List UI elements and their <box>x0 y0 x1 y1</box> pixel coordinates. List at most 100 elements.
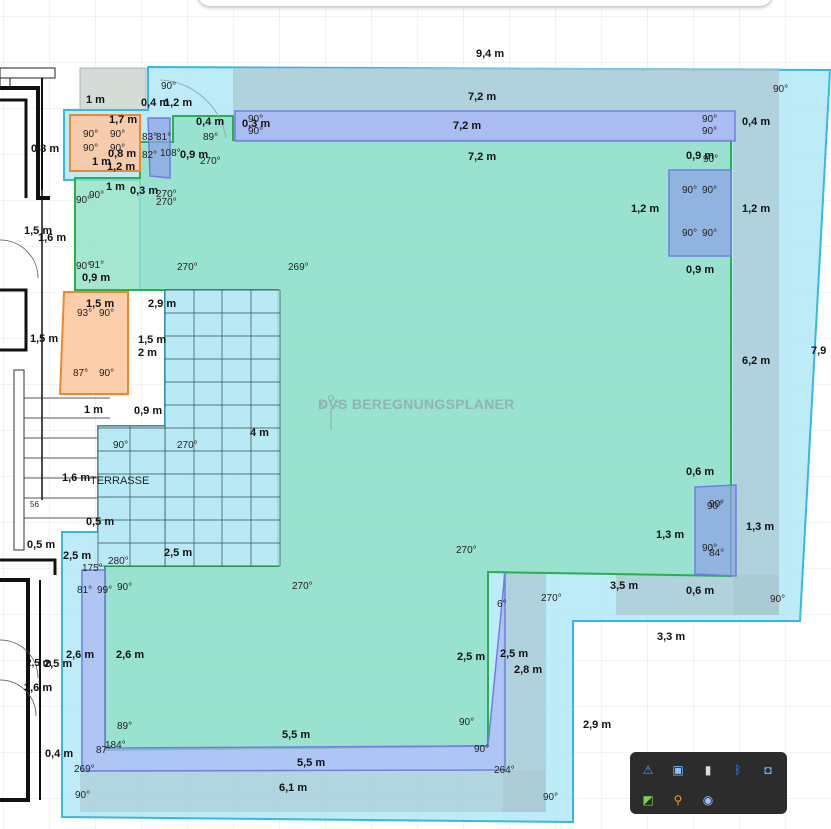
top-toolbar <box>198 0 772 6</box>
angle-label: 81° <box>156 132 172 143</box>
angle-label: 99° <box>97 585 113 596</box>
measure-label: 0,9 m <box>686 150 715 162</box>
angle-label: 90° <box>83 129 99 140</box>
measure-label: 0,8 m <box>31 143 60 155</box>
angle-label: 280° <box>108 556 129 567</box>
measure-label: 2,5 m <box>26 658 52 669</box>
measure-label: 5,5 m <box>282 729 311 741</box>
usb-icon[interactable]: ▮ <box>704 763 712 777</box>
measure-label: 2,5 m <box>500 648 529 660</box>
security-icon[interactable]: ◘ <box>764 763 772 777</box>
angle-label: 90° <box>110 129 126 140</box>
measure-label: 2,5 m <box>44 658 73 670</box>
measure-label: 3,6 m <box>24 682 53 694</box>
floorplan-number: 56 <box>30 500 39 509</box>
measure-label: 3,3 m <box>657 631 686 643</box>
angle-label: 90° <box>248 114 264 125</box>
angle-label: 90° <box>682 228 698 239</box>
warning-icon[interactable]: ⚠ <box>642 763 654 777</box>
strip-bottom-l[interactable] <box>81 569 506 772</box>
angle-label: 6° <box>497 599 507 610</box>
angle-label: 90° <box>474 744 490 755</box>
angle-label: 90° <box>773 84 789 95</box>
measure-label: 0,9 m <box>180 149 209 161</box>
strip-right-upper[interactable] <box>668 169 732 257</box>
angle-label: 270° <box>177 440 198 451</box>
bluetooth-icon[interactable]: ᛒ <box>734 763 742 777</box>
measure-label: 1,2 m <box>742 203 771 215</box>
angle-label: 270° <box>456 545 477 556</box>
angle-label: 90° <box>682 185 698 196</box>
angle-label: 89° <box>117 721 133 732</box>
measure-label: 1,7 m <box>109 114 138 126</box>
angle-label: 90° <box>75 790 91 801</box>
measure-label: 1 m <box>92 156 111 168</box>
grey-zone-bottom-strip[interactable] <box>80 770 546 812</box>
angle-label: 270° <box>292 581 313 592</box>
measure-label: 4 m <box>250 427 269 439</box>
grey-zone-right-strip[interactable] <box>733 140 779 615</box>
angle-label: 90° <box>76 261 92 272</box>
measure-label: 0,4 m <box>141 97 170 109</box>
sprinkler-arc <box>159 79 227 139</box>
measure-label: 2,5 m <box>63 550 92 562</box>
angle-label: 90° <box>459 717 475 728</box>
angle-label: 269° <box>74 764 95 775</box>
grey-zone-top[interactable] <box>79 67 147 111</box>
grey-zone-bottom-right[interactable] <box>616 575 779 615</box>
building-walls <box>0 67 110 802</box>
system-tray-flyout: ⚠ ▣ ▮ ᛒ ◘ ◩ ⚲ ◉ <box>630 752 787 814</box>
measure-label: 7,2 m <box>453 120 482 132</box>
angle-label: 270° <box>156 189 177 200</box>
angle-label: 87° <box>73 368 89 379</box>
measure-label: 0,6 m <box>686 466 715 478</box>
search-icon[interactable]: ⚲ <box>673 793 683 807</box>
angle-label: 264° <box>494 765 515 776</box>
measure-label: 5,5 m <box>297 757 326 769</box>
measure-label: 2,9 m <box>583 719 612 731</box>
measure-label: 1 m <box>106 181 125 193</box>
measure-label: 2,8 m <box>514 664 543 676</box>
measure-label: 3,5 m <box>610 580 639 592</box>
angle-label: 90° <box>702 228 718 239</box>
steam-icon[interactable]: ◉ <box>702 793 714 807</box>
app-watermark: DVS BEREGNUNGSPLANER <box>318 396 515 412</box>
angle-label: 90° <box>110 143 126 154</box>
angle-label: 90° <box>707 501 723 512</box>
angle-label: 175° <box>82 563 103 574</box>
measure-label: 1,3 m <box>746 521 775 533</box>
strip-right-lower[interactable] <box>694 484 737 577</box>
app-icon[interactable]: ◩ <box>642 793 654 807</box>
angle-label: 184° <box>105 740 126 751</box>
measure-label: 1,5 m <box>138 334 167 346</box>
strip-top[interactable] <box>234 110 736 142</box>
angle-label: 93° <box>77 308 93 319</box>
angle-label: 90° <box>702 126 718 137</box>
measure-label: 1,6 m <box>62 472 91 484</box>
measure-label: 1,2 m <box>631 203 660 215</box>
orange-zone-mid[interactable] <box>58 291 129 395</box>
angle-label: 270° <box>156 197 177 208</box>
measure-label: 1,2 m <box>164 97 193 109</box>
angle-label: 90° <box>113 440 129 451</box>
network-icon[interactable]: ▣ <box>672 763 684 777</box>
measure-label: 0,9 m <box>82 272 111 284</box>
angle-label: 90° <box>543 792 559 803</box>
measure-label: 0,4 m <box>196 116 225 128</box>
measure-label: 9,4 m <box>476 48 505 60</box>
strip-small-top[interactable] <box>147 117 171 179</box>
angle-label: 89° <box>203 132 219 143</box>
angle-label: 83° <box>142 132 158 143</box>
angle-label: 90° <box>709 499 725 510</box>
angle-label: 90° <box>248 126 264 137</box>
measure-label: 2,6 m <box>116 649 145 661</box>
logo-icon <box>320 394 342 430</box>
measure-label: 0,9 m <box>686 264 715 276</box>
orange-zone-top[interactable] <box>69 114 141 172</box>
angle-label: 90° <box>770 594 786 605</box>
angle-label: 81° <box>77 585 93 596</box>
measure-label: 0,9 m <box>134 405 163 417</box>
measure-label: 1,5 m <box>24 225 53 237</box>
measure-label: 1,3 m <box>656 529 685 541</box>
